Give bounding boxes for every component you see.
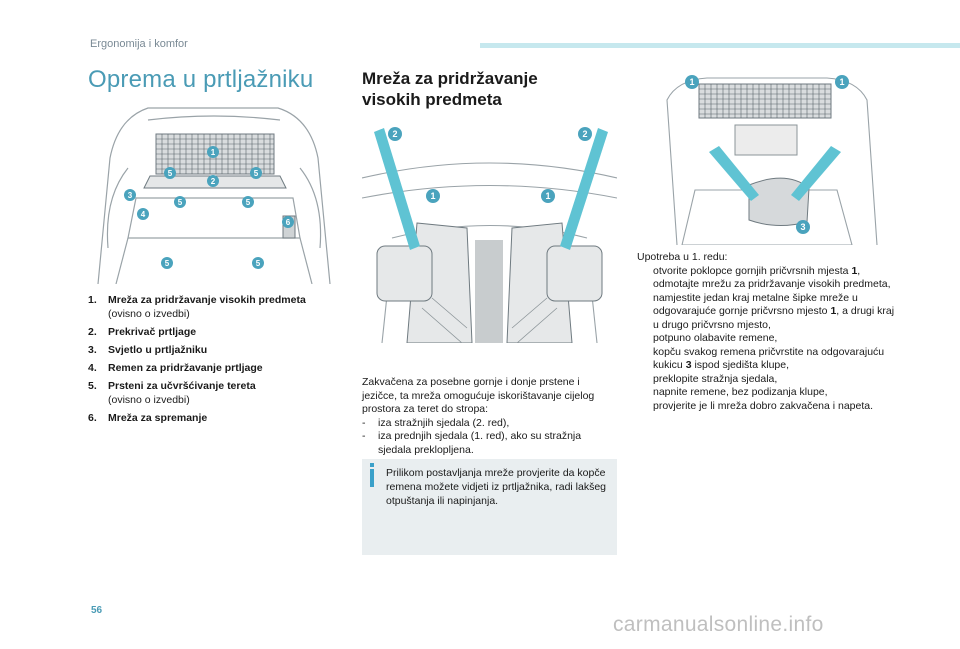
net-bullet: -iza stražnjih sjedala (2. red), — [362, 416, 510, 429]
page-title: Oprema u prtljažniku — [88, 66, 314, 93]
legend-item: 1.Mreža za pridržavanje visokih predmeta… — [88, 294, 306, 320]
callout-4: 4 — [141, 210, 146, 219]
net-description: Zakvačena za posebne gornje i donje prst… — [362, 376, 617, 457]
step-item: napnite remene, bez podizanja klupe, — [653, 386, 828, 398]
legend-item: 6.Mreža za spremanje — [88, 412, 208, 424]
trunk-callouts — [124, 146, 294, 269]
instructions-intro: Upotreba u 1. redu: — [637, 251, 728, 263]
net-bullet: -iza prednjih sjedala (1. red), ako su s… — [362, 430, 582, 456]
step-item: kopču svakog remena pričvrstite na odgov… — [653, 345, 885, 372]
callout-1: 1 — [211, 148, 216, 157]
info-icon — [370, 463, 374, 487]
callout-5b: 5 — [254, 169, 259, 178]
legend-item: 2.Prekrivač prtljage — [88, 326, 197, 338]
callout-5c: 5 — [178, 198, 183, 207]
callout-3: 3 — [128, 191, 133, 200]
watermark: carmanualsonline.info — [613, 613, 824, 636]
callout-1-right: 1 — [545, 191, 550, 201]
first-row-instructions: Upotreba u 1. redu: otvorite poklopce go… — [637, 251, 902, 413]
callout-6: 6 — [286, 218, 291, 227]
net-attachment-illustration: 2 2 1 1 — [362, 118, 617, 343]
trunk-overview-illustration: 1 2 3 4 5 5 5 5 5 5 6 — [88, 98, 338, 284]
equipment-legend: 1.Mreža za pridržavanje visokih predmeta… — [88, 293, 350, 429]
step-item: otvorite poklopce gornjih pričvrsnih mje… — [653, 264, 861, 277]
callout-2: 2 — [211, 177, 216, 186]
callout-5d: 5 — [246, 198, 251, 207]
legend-item: 5.Prsteni za učvršćivanje tereta (ovisno… — [88, 380, 256, 406]
step-item: potpuno olabavite remene, — [653, 332, 778, 344]
page-number: 56 — [91, 605, 103, 616]
info-text: Prilikom postavljanja mreže provjerite d… — [386, 467, 607, 507]
callout-2-right: 2 — [582, 129, 587, 139]
callout-1-left: 1 — [689, 77, 694, 87]
callout-2-left: 2 — [392, 129, 397, 139]
step-item: namjestite jedan kraj metalne šipke mrež… — [653, 291, 895, 331]
section-label: Ergonomija i komfor — [90, 38, 188, 50]
net-intro: Zakvačena za posebne gornje i donje prst… — [362, 376, 595, 415]
section-title-net: Mreža za pridržavanje visokih predmeta — [362, 69, 538, 109]
callout-5a: 5 — [168, 169, 173, 178]
callout-1-left: 1 — [430, 191, 435, 201]
header-accent-bar — [480, 43, 960, 48]
step-item: odmotajte mrežu za pridržavanje visokih … — [653, 278, 891, 290]
first-row-net-illustration: 1 1 3 — [637, 70, 892, 245]
callout-5e: 5 — [165, 259, 170, 268]
callout-5f: 5 — [256, 259, 261, 268]
info-box: Prilikom postavljanja mreže provjerite d… — [362, 459, 617, 555]
legend-item: 3.Svjetlo u prtljažniku — [88, 344, 208, 356]
step-item: provjerite je li mreža dobro zakvačena i… — [653, 399, 874, 412]
step-item: preklopite stražnja sjedala, — [653, 372, 778, 385]
callout-1-right: 1 — [839, 77, 844, 87]
callout-3: 3 — [800, 222, 805, 232]
legend-item: 4.Remen za pridržavanje prtljage — [88, 362, 263, 374]
